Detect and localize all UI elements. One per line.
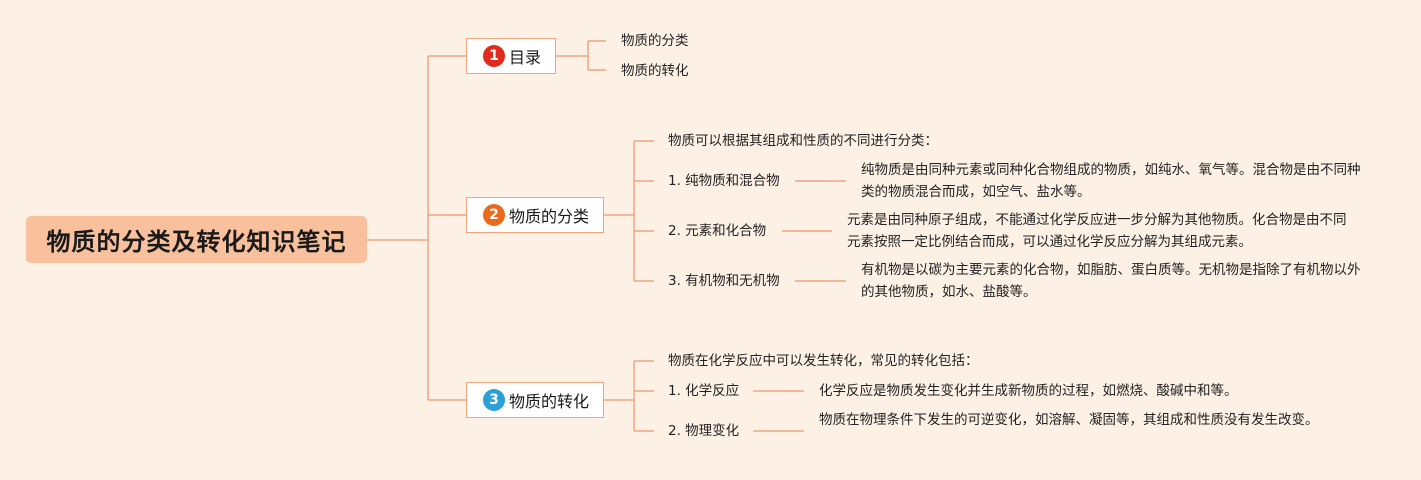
desc-physical-change[interactable]: 物质在物理条件下发生的可逆变化，如溶解、凝固等，其组成和性质没有发生改变。 xyxy=(819,412,1319,428)
transformation-intro[interactable]: 物质在化学反应中可以发生转化，常见的转化包括： xyxy=(668,353,979,369)
desc-element-and-compound[interactable]: 元素是由同种原子组成，不能通过化学反应进一步分解为其他物质。化合物是由不同元素按… xyxy=(847,212,1347,250)
number-badge-2: 2 xyxy=(483,204,505,226)
item-physical-change[interactable]: 2. 物理变化 xyxy=(668,423,740,439)
toc-item-transformation[interactable]: 物质的转化 xyxy=(621,63,689,79)
desc-organic-and-inorganic[interactable]: 有机物是以碳为主要元素的化合物，如脂肪、蛋白质等。无机物是指除了有机物以外的其他… xyxy=(861,262,1361,300)
item-organic-and-inorganic[interactable]: 3. 有机物和无机物 xyxy=(668,273,780,289)
number-badge-1: 1 xyxy=(483,45,505,67)
classification-intro[interactable]: 物质可以根据其组成和性质的不同进行分类： xyxy=(668,133,938,149)
desc-pure-and-mixture[interactable]: 纯物质是由同种元素或同种化合物组成的物质，如纯水、氧气等。混合物是由不同种类的物… xyxy=(861,162,1361,200)
item-pure-and-mixture[interactable]: 1. 纯物质和混合物 xyxy=(668,173,780,189)
section-classification[interactable]: 2 物质的分类 xyxy=(466,197,604,233)
number-badge-3: 3 xyxy=(483,389,505,411)
section-label: 物质的分类 xyxy=(509,207,590,226)
toc-item-classification[interactable]: 物质的分类 xyxy=(621,33,689,49)
section-toc[interactable]: 1 目录 xyxy=(466,38,556,74)
section-label: 目录 xyxy=(509,48,542,67)
desc-chemical-reaction[interactable]: 化学反应是物质发生变化并生成新物质的过程，如燃烧、酸碱中和等。 xyxy=(819,383,1238,399)
item-chemical-reaction[interactable]: 1. 化学反应 xyxy=(668,383,740,399)
root-title[interactable]: 物质的分类及转化知识笔记 xyxy=(26,216,367,263)
section-transformation[interactable]: 3 物质的转化 xyxy=(466,382,604,418)
section-label: 物质的转化 xyxy=(509,392,590,411)
item-element-and-compound[interactable]: 2. 元素和化合物 xyxy=(668,223,767,239)
